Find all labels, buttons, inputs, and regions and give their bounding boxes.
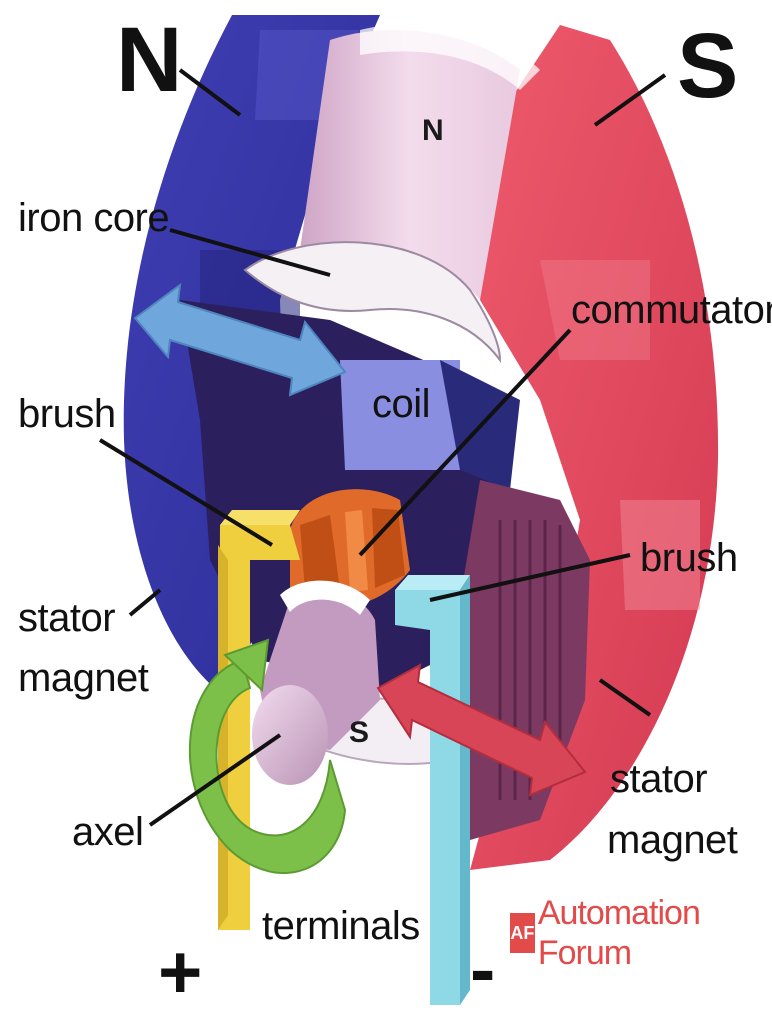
iron-core-label: iron core — [18, 196, 169, 240]
automation-forum-watermark: AF Automation Forum — [510, 893, 772, 973]
automation-forum-logo-icon: AF — [510, 913, 535, 953]
north-pole-label: N — [116, 14, 182, 106]
terminals-label: terminals — [262, 904, 420, 948]
commutator-label: commutator — [571, 288, 772, 332]
axel-label: axel — [72, 810, 143, 854]
brush-right-label: brush — [640, 536, 738, 580]
automation-forum-text: Automation Forum — [538, 893, 772, 973]
south-pole-label: S — [677, 20, 738, 112]
positive-terminal-sign: + — [158, 935, 202, 1011]
stator-magnet-right-line1: stator — [610, 757, 707, 801]
negative-terminal-sign: - — [470, 932, 495, 1008]
stator-magnet-right-line2: magnet — [607, 818, 737, 862]
brush-left-label: brush — [18, 392, 116, 436]
stator-magnet-left-line1: stator — [18, 596, 115, 640]
rotor-north-label: N — [422, 116, 444, 146]
rotor-south-label: S — [349, 718, 369, 748]
stator-magnet-left-line2: magnet — [18, 656, 148, 700]
axle-end — [252, 685, 328, 785]
coil-label: coil — [372, 382, 430, 426]
